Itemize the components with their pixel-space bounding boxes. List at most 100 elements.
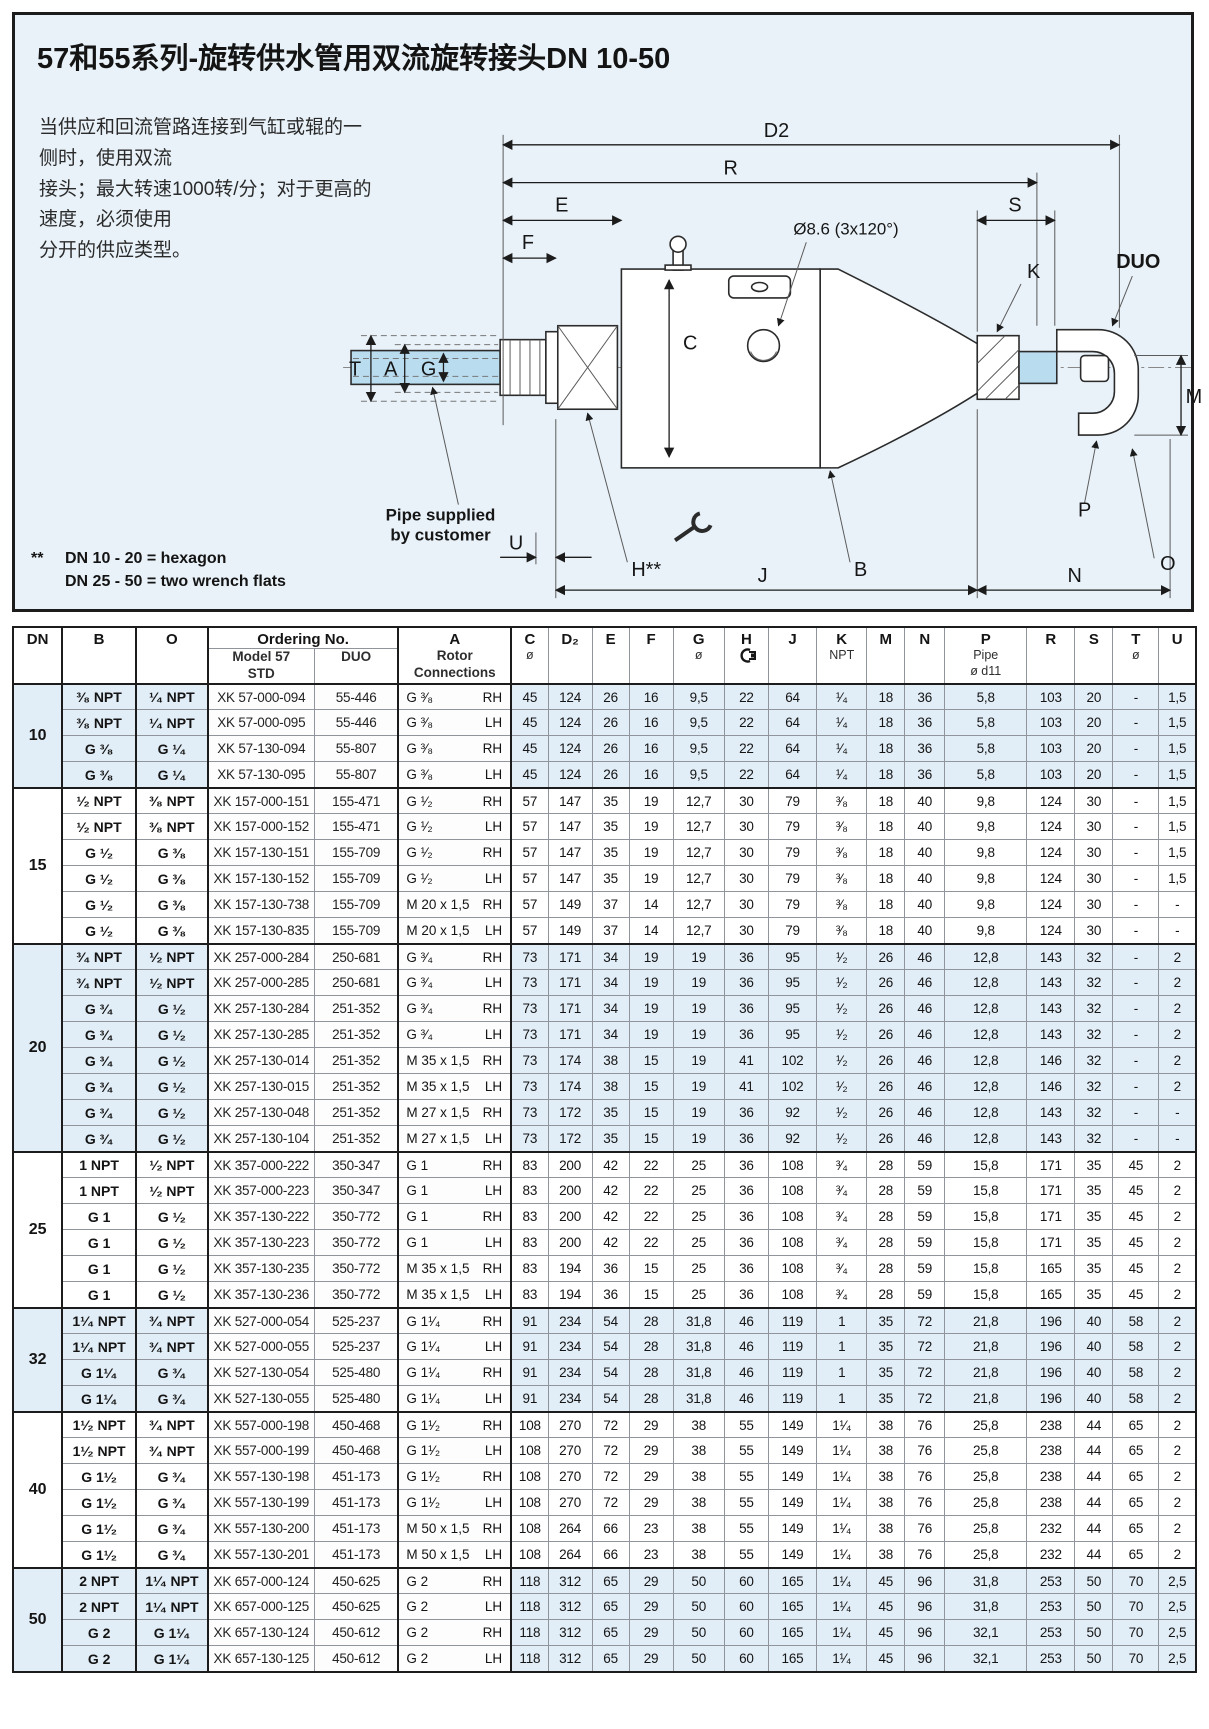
cell: 45 <box>511 735 549 762</box>
cell: G ¹⁄₂ <box>136 1229 209 1256</box>
cell: G ³⁄₄ <box>136 1463 209 1490</box>
cell: 45 <box>866 1593 906 1620</box>
cell: 19 <box>629 942 674 970</box>
cell: 234 <box>548 1333 593 1360</box>
cell: 2 <box>1158 1177 1196 1204</box>
cell: 200 <box>548 1150 593 1178</box>
cell: 30 <box>724 917 769 944</box>
cell: 124 <box>1026 786 1076 814</box>
cell: 18 <box>866 813 906 840</box>
cell: 65 <box>1112 1489 1160 1516</box>
cell: 25,8 <box>944 1463 1028 1490</box>
cell: 525-480 <box>314 1359 400 1386</box>
cell: 1¹⁄₄ <box>816 1645 868 1672</box>
cell: 45 <box>511 682 549 710</box>
cell: 15,8 <box>944 1281 1028 1308</box>
joint-body <box>620 268 821 469</box>
cell: XK 557-000-199 <box>207 1437 315 1464</box>
cell: 26 <box>866 995 906 1022</box>
cell: 450-625 <box>314 1566 400 1594</box>
rotary-joint-drawing: D2 R E F S C T <box>343 120 1202 599</box>
cell: 149 <box>768 1541 818 1568</box>
cell: 57 <box>511 813 549 840</box>
cell: 124 <box>1026 839 1076 866</box>
footnote-line: DN 10 - 20 = hexagon <box>65 549 227 567</box>
cell: 38 <box>866 1463 906 1490</box>
cell: G 1¹⁄₄ <box>136 1619 209 1646</box>
cell: G 1¹⁄₂ <box>62 1541 137 1568</box>
cell: 91 <box>511 1359 549 1386</box>
dim-label-h: H** <box>631 559 661 581</box>
cell: 253 <box>1026 1645 1076 1672</box>
cell: 40 <box>904 839 946 866</box>
cell: G ¹⁄₂ <box>136 1203 209 1230</box>
cell: 450-612 <box>314 1645 400 1672</box>
cell: G ³⁄₈ <box>136 917 209 944</box>
cell: 232 <box>1026 1541 1076 1568</box>
cell: 57 <box>511 839 549 866</box>
cell: 2 <box>1158 1489 1196 1516</box>
cell: 149 <box>768 1410 818 1438</box>
cell: 196 <box>1026 1385 1076 1412</box>
cell: 19 <box>673 969 725 996</box>
cell: 76 <box>904 1410 946 1438</box>
cell: G ³⁄₈ <box>62 735 137 762</box>
cell: 36 <box>724 995 769 1022</box>
cell: 83 <box>511 1177 549 1204</box>
cell: 12,8 <box>944 1125 1028 1152</box>
cell: 36 <box>592 1281 630 1308</box>
cell: 54 <box>592 1306 630 1334</box>
dn-group-label: 20 <box>13 942 64 1152</box>
cell: 30 <box>724 891 769 918</box>
cell: 251-352 <box>314 1047 400 1074</box>
cell: 251-352 <box>314 1099 400 1126</box>
cell: 30 <box>1074 917 1114 944</box>
cell: 2,5 <box>1158 1566 1196 1594</box>
cell: 350-347 <box>314 1150 400 1178</box>
cell: 55 <box>724 1410 769 1438</box>
cell: 34 <box>592 1021 630 1048</box>
rotor-pipe <box>1018 350 1058 385</box>
cell: 12,8 <box>944 995 1028 1022</box>
header-section: 57和55系列-旋转供水管用双流旋转接头DN 10-50 当供应和回流管路连接到… <box>12 12 1202 612</box>
cell: 73 <box>511 1125 549 1152</box>
cell: 60 <box>724 1566 769 1594</box>
cell: 149 <box>548 917 593 944</box>
bell-housing <box>819 268 979 469</box>
cell: 40 <box>904 891 946 918</box>
cell: - <box>1112 682 1160 710</box>
dim-label-p: P <box>1078 500 1091 522</box>
cell: 91 <box>511 1306 549 1334</box>
cell: 45 <box>866 1566 906 1594</box>
cell: 41 <box>724 1073 769 1100</box>
cell: G ¹⁄₂ <box>136 1255 209 1282</box>
cell: 12,8 <box>944 1047 1028 1074</box>
cell: 21,8 <box>944 1359 1028 1386</box>
cell: G ³⁄₈ <box>136 891 209 918</box>
cell: ¹⁄₄ <box>816 761 868 788</box>
cell: 2,5 <box>1158 1645 1196 1672</box>
cell: 65 <box>1112 1463 1160 1490</box>
cell: 18 <box>866 891 906 918</box>
dn-group-label: 32 <box>13 1306 64 1412</box>
cell: 28 <box>629 1306 674 1334</box>
cell: 172 <box>548 1125 593 1152</box>
cell: ³⁄₄ NPT <box>62 942 137 970</box>
cell: 44 <box>1074 1515 1114 1542</box>
cell: 194 <box>548 1255 593 1282</box>
cell: 54 <box>592 1385 630 1412</box>
cell: ³⁄₈ NPT <box>136 813 209 840</box>
